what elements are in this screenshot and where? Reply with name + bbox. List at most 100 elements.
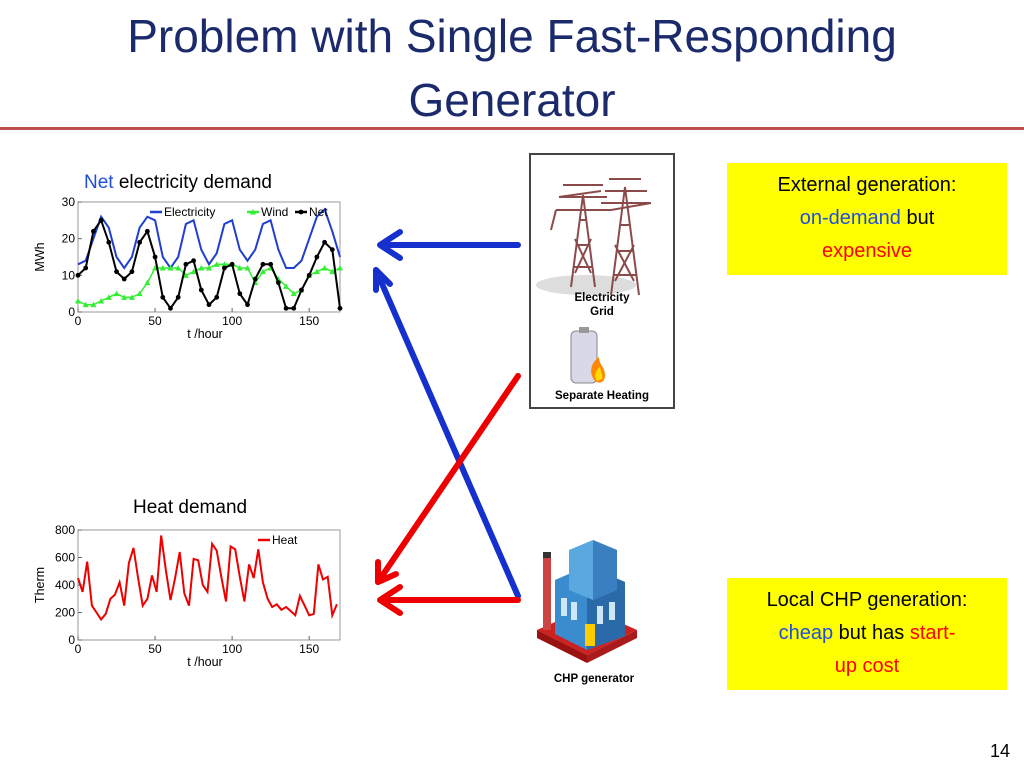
electricity-grid-label: Electricity Grid bbox=[539, 291, 665, 319]
separate-heating-label: Separate Heating bbox=[555, 390, 649, 402]
elec-series-wind-point bbox=[244, 265, 251, 271]
elec-xtick-label: 0 bbox=[75, 314, 82, 328]
elec-series-wind-point bbox=[259, 268, 266, 275]
elec-series-wind-point bbox=[75, 298, 81, 304]
on-demand-text: on-demand bbox=[799, 207, 901, 229]
arrowhead-top bbox=[377, 229, 403, 261]
elec-series-wind-point bbox=[182, 272, 189, 278]
elec-series-wind-point bbox=[175, 265, 182, 271]
elec-series-net-point bbox=[137, 239, 143, 245]
heating-to-heat-arrow bbox=[375, 373, 521, 585]
elec-series-net-point bbox=[198, 287, 204, 293]
elec-xtick-label: 50 bbox=[148, 314, 162, 328]
local-chp-box: Local CHP generation: cheap but has star… bbox=[727, 578, 1007, 690]
elec-series-wind-point bbox=[136, 290, 143, 297]
heat-xtick-label: 50 bbox=[148, 642, 162, 656]
external-line2: on-demand but bbox=[727, 202, 1007, 235]
elec-series-net-point bbox=[314, 254, 320, 260]
heat-xtick-label: 0 bbox=[75, 642, 82, 656]
arrowhead-bottom bbox=[377, 584, 403, 616]
grid-label-line2: Grid bbox=[590, 306, 614, 318]
elec-series-net-point bbox=[183, 261, 189, 267]
elec-series-net-point bbox=[329, 247, 335, 253]
elec-series-net-point bbox=[91, 228, 96, 234]
local-line2: cheap but has start- bbox=[727, 617, 1007, 650]
elec-series-wind-point bbox=[82, 301, 89, 308]
elec-legend-item: Electricity bbox=[150, 205, 215, 219]
elec-series-net-point bbox=[206, 302, 212, 308]
heat-ytick-label: 0 bbox=[68, 633, 75, 647]
heat-legend-label: Heat bbox=[272, 533, 298, 547]
elec-series-wind-point bbox=[198, 265, 205, 271]
elec-series-wind-point bbox=[213, 261, 220, 267]
elec-series-wind-point bbox=[90, 301, 97, 308]
elec-series-net-point bbox=[175, 294, 181, 300]
elec-series-wind-point bbox=[105, 294, 112, 300]
elec-series-net-point bbox=[245, 302, 250, 308]
grid-label-line1: Electricity bbox=[574, 292, 630, 304]
elec-legend-item: Net bbox=[295, 205, 328, 219]
elec-series-wind-point bbox=[190, 268, 197, 275]
elec-series-wind-point bbox=[98, 298, 105, 304]
elec-series-net-point bbox=[322, 239, 327, 245]
heat-ylabel: Therm bbox=[33, 567, 47, 603]
net-word: Net bbox=[84, 172, 114, 193]
grid-heating-frame: Electricity Grid Separate Heating bbox=[529, 153, 675, 409]
elec-series-net-point bbox=[260, 261, 266, 267]
chp-factory-icon bbox=[537, 540, 637, 663]
heat-ytick-label: 200 bbox=[55, 606, 75, 620]
elec-series-net-point bbox=[291, 305, 297, 311]
flow-arrows bbox=[373, 229, 521, 616]
elec-series-wind-point bbox=[236, 265, 243, 271]
elec-series-electricity-line bbox=[77, 207, 341, 270]
chp-generator-label: CHP generator bbox=[553, 673, 635, 685]
local-line1: Local CHP generation: bbox=[766, 589, 968, 611]
elec-series-net-point bbox=[98, 217, 104, 223]
title-line-2: Generator bbox=[408, 74, 616, 126]
heat-ytick-label: 800 bbox=[55, 524, 75, 537]
external-line1: External generation: bbox=[777, 174, 957, 196]
electricity-title-rest: electricity demand bbox=[113, 172, 272, 193]
elec-legend-label: Electricity bbox=[164, 205, 215, 219]
expensive-text: expensive bbox=[821, 240, 913, 262]
elec-series-wind-point bbox=[121, 294, 128, 300]
title-line-1: Problem with Single Fast-Responding bbox=[127, 10, 897, 62]
elec-xtick-label: 150 bbox=[299, 314, 319, 328]
water-heater-icon bbox=[570, 327, 605, 384]
elec-series-wind-point bbox=[128, 294, 135, 300]
heat-ytick-label: 400 bbox=[55, 578, 75, 592]
elec-series-net-point bbox=[168, 305, 173, 311]
elec-ytick-label: 0 bbox=[68, 305, 75, 319]
elec-xtick-label: 100 bbox=[222, 314, 242, 328]
elec-legend-label: Wind bbox=[261, 205, 288, 219]
elec-legend-marker bbox=[298, 209, 304, 215]
heat-xlabel: t /hour bbox=[187, 655, 222, 669]
heat-xtick-label: 100 bbox=[222, 642, 242, 656]
elec-series-net-point bbox=[191, 258, 196, 264]
elec-series-wind-point bbox=[144, 279, 151, 286]
elec-series-net-point bbox=[83, 265, 89, 271]
startup-text-b: up cost bbox=[834, 655, 900, 677]
elec-series-wind-point bbox=[159, 265, 166, 271]
but-has-text: but has bbox=[833, 622, 910, 644]
heat-legend-item: Heat bbox=[258, 533, 298, 547]
external-generation-box: External generation: on-demand but expen… bbox=[727, 163, 1007, 275]
elec-xlabel: t /hour bbox=[187, 327, 222, 341]
elec-series-net-point bbox=[337, 305, 343, 311]
elec-ytick-label: 10 bbox=[62, 268, 76, 282]
elec-series-net-point bbox=[160, 294, 166, 300]
elec-series-net-point bbox=[299, 287, 304, 293]
elec-series-net-point bbox=[214, 294, 220, 300]
elec-legend-item: Wind bbox=[247, 205, 288, 219]
startup-text-a: start- bbox=[909, 622, 956, 644]
elec-ytick-label: 20 bbox=[62, 232, 76, 246]
arrowhead-diagonal-blue bbox=[373, 267, 393, 293]
elec-ylabel: MWh bbox=[33, 242, 47, 271]
elec-series-net-point bbox=[252, 276, 258, 282]
page-number: 14 bbox=[989, 741, 1010, 761]
elec-legend-marker bbox=[250, 209, 256, 215]
arrowhead-diagonal-red bbox=[375, 559, 399, 585]
elec-series-wind-point bbox=[313, 268, 320, 275]
